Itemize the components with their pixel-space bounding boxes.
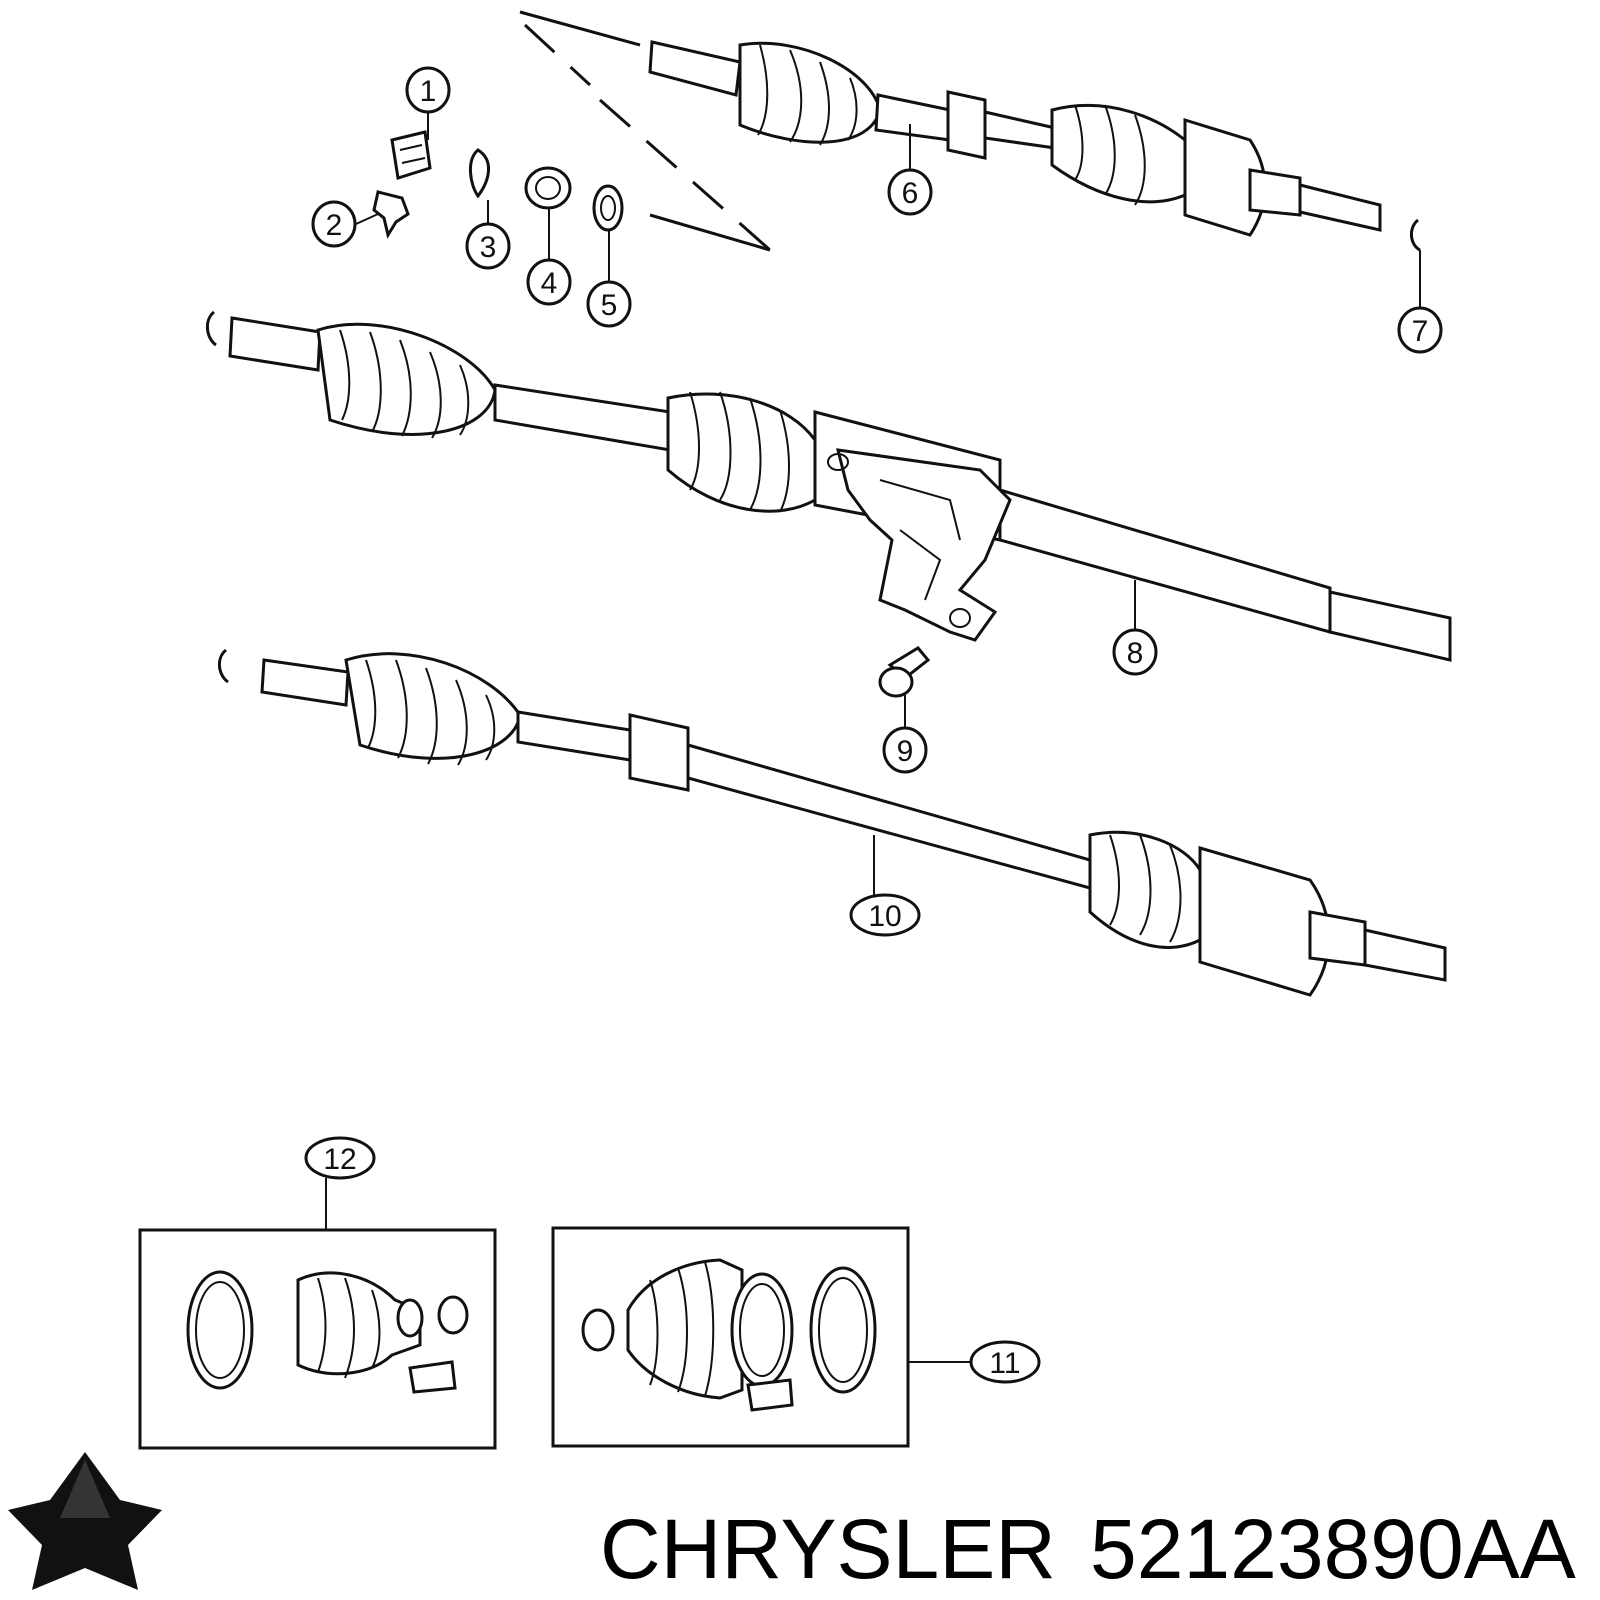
svg-text:3: 3 — [480, 231, 497, 264]
mounting-bracket[interactable] — [827, 448, 1012, 642]
callout-4: 4 — [526, 258, 572, 306]
callout-12: 12 — [304, 1136, 376, 1180]
svg-text:6: 6 — [902, 177, 919, 210]
outer-boot-kit[interactable] — [551, 1226, 910, 1448]
callout-3: 3 — [465, 222, 511, 270]
callout-6: 6 — [887, 168, 933, 216]
svg-text:4: 4 — [541, 267, 558, 300]
svg-text:9: 9 — [897, 735, 914, 768]
bracket-bolt[interactable] — [878, 646, 931, 698]
callout-2: 2 — [311, 200, 357, 248]
cotter-clip[interactable] — [372, 190, 410, 239]
callout-11: 11 — [969, 1340, 1041, 1384]
snap-ring-upper[interactable] — [1410, 218, 1421, 252]
chrysler-pentastar-icon — [8, 1452, 162, 1590]
lock-nut[interactable] — [524, 166, 572, 210]
hub-nut[interactable] — [390, 130, 432, 180]
svg-text:12: 12 — [323, 1143, 356, 1176]
washer[interactable] — [592, 184, 624, 232]
exploded-view-indicator — [519, 10, 771, 252]
callout-5: 5 — [586, 280, 632, 328]
svg-text:1: 1 — [420, 75, 437, 108]
callout-9: 9 — [882, 726, 928, 774]
svg-text:11: 11 — [989, 1347, 1020, 1380]
lower-drive-shaft[interactable] — [218, 648, 1447, 997]
svg-text:2: 2 — [326, 209, 343, 242]
svg-text:8: 8 — [1127, 637, 1144, 670]
leader-lines — [325, 112, 1421, 1363]
callout-10: 10 — [849, 893, 921, 937]
brand-name: CHRYSLER — [600, 1502, 1056, 1596]
part-number: 52123890AA — [1090, 1502, 1576, 1596]
cotter-pin[interactable] — [469, 148, 490, 199]
callout-7: 7 — [1397, 306, 1443, 354]
inner-boot-kit[interactable] — [138, 1228, 497, 1450]
upper-drive-shaft[interactable] — [648, 40, 1382, 237]
svg-text:7: 7 — [1412, 315, 1429, 348]
callout-8: 8 — [1112, 628, 1158, 676]
callout-1: 1 — [405, 66, 451, 114]
svg-text:10: 10 — [868, 900, 901, 933]
svg-text:5: 5 — [601, 289, 618, 322]
intermediate-drive-shaft[interactable] — [206, 310, 1452, 662]
